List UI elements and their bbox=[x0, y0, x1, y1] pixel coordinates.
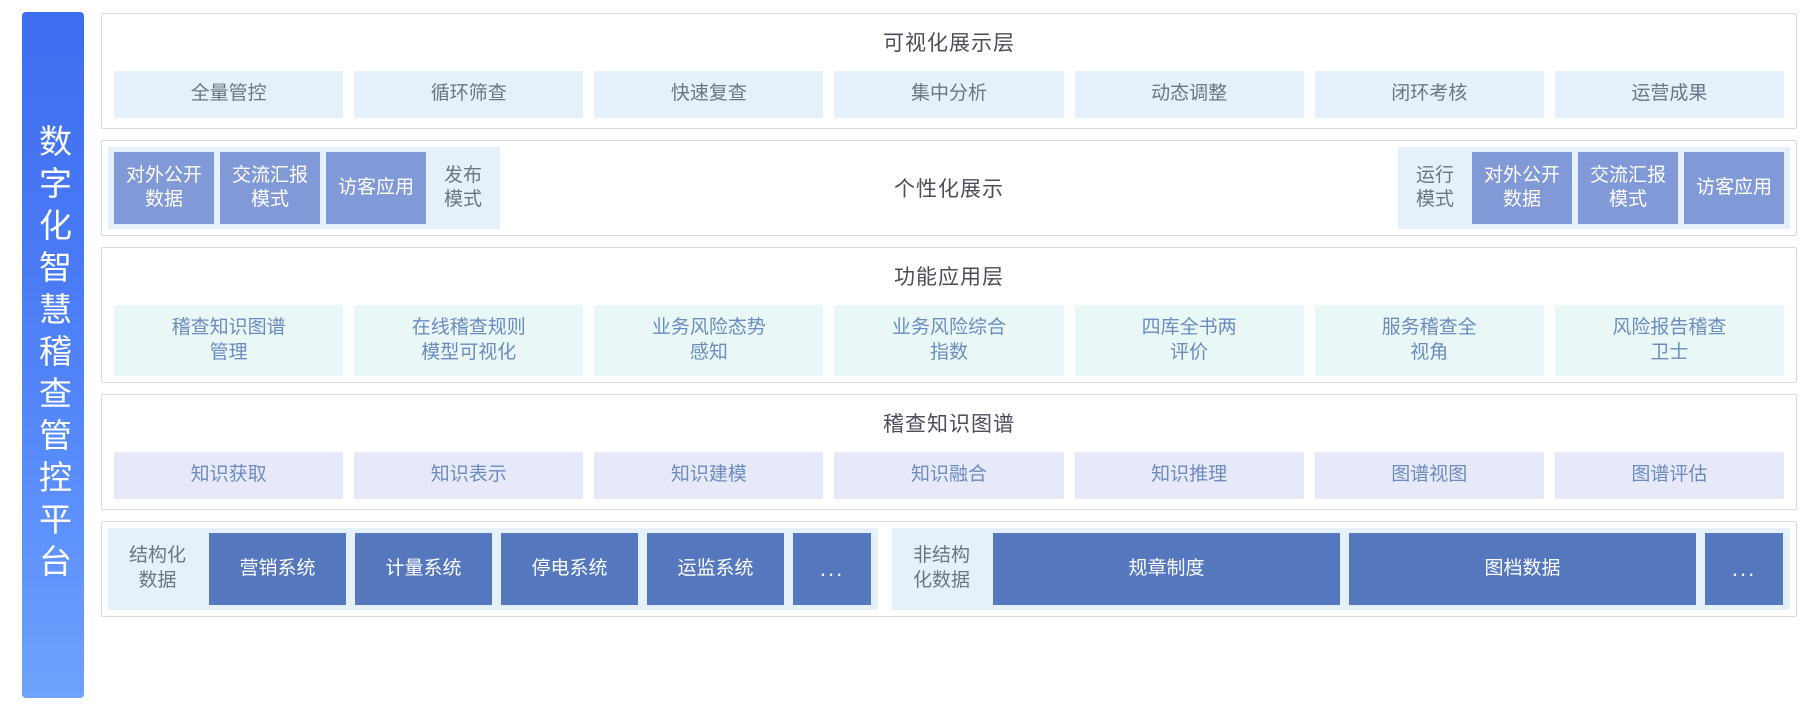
func-item-3[interactable]: 业务风险综合 指数 bbox=[834, 305, 1064, 377]
layer-knowledge-graph: 稽查知识图谱 知识获取 知识表示 知识建模 知识融合 知识推理 图谱视图 图谱评… bbox=[101, 394, 1797, 510]
right-mode-0[interactable]: 运行 模式 bbox=[1415, 164, 1454, 210]
unstructured-item-more[interactable]: ... bbox=[1705, 533, 1784, 605]
personalized-center-label: 个性化展示 bbox=[894, 178, 1004, 201]
vis-item-3[interactable]: 集中分析 bbox=[834, 71, 1064, 118]
kg-item-6[interactable]: 图谱评估 bbox=[1554, 452, 1784, 499]
left-mode-0[interactable]: 对外公开 数据 bbox=[114, 152, 215, 224]
kg-item-3[interactable]: 知识融合 bbox=[834, 452, 1064, 499]
vis-item-2[interactable]: 快速复查 bbox=[594, 71, 824, 118]
unstructured-data-group: 非结构 化数据 规章制度 图档数据 ... bbox=[892, 528, 1790, 610]
vis-item-6[interactable]: 运营成果 bbox=[1554, 71, 1784, 118]
layer-function-title: 功能应用层 bbox=[894, 266, 1004, 289]
layer-personalized-display: 对外公开 数据 交流汇报 模式 访客应用 发布 模式 个性化展示 运行 模式 对… bbox=[101, 140, 1797, 236]
func-item-1[interactable]: 在线稽查规则 模型可视化 bbox=[354, 305, 584, 377]
structured-data-group: 结构化 数据 营销系统 计量系统 停电系统 运监系统 ... bbox=[108, 528, 878, 610]
vis-item-0[interactable]: 全量管控 bbox=[114, 71, 344, 118]
left-mode-2[interactable]: 访客应用 bbox=[326, 152, 427, 224]
kg-item-5[interactable]: 图谱视图 bbox=[1314, 452, 1544, 499]
kg-item-2[interactable]: 知识建模 bbox=[594, 452, 824, 499]
structured-item-more[interactable]: ... bbox=[793, 533, 872, 605]
layer-data-sources: 结构化 数据 营销系统 计量系统 停电系统 运监系统 ... 非结构 化数据 规… bbox=[101, 521, 1797, 617]
right-mode-2[interactable]: 交流汇报 模式 bbox=[1577, 152, 1678, 224]
func-item-0[interactable]: 稽查知识图谱 管理 bbox=[114, 305, 344, 377]
kg-item-0[interactable]: 知识获取 bbox=[114, 452, 344, 499]
layer-function-application: 功能应用层 稽查知识图谱 管理 在线稽查规则 模型可视化 业务风险态势 感知 业… bbox=[101, 247, 1797, 383]
layer-stack: 可视化展示层 全量管控 循环筛查 快速复查 集中分析 动态调整 闭环考核 运营成… bbox=[84, 0, 1815, 710]
func-item-6[interactable]: 风险报告稽查 卫士 bbox=[1554, 305, 1784, 377]
layer-visualization-items: 全量管控 循环筛查 快速复查 集中分析 动态调整 闭环考核 运营成果 bbox=[102, 71, 1796, 132]
unstructured-item-0[interactable]: 规章制度 bbox=[993, 533, 1341, 605]
vis-item-4[interactable]: 动态调整 bbox=[1074, 71, 1304, 118]
layer-visualization: 可视化展示层 全量管控 循环筛查 快速复查 集中分析 动态调整 闭环考核 运营成… bbox=[101, 13, 1797, 129]
layer-function-items: 稽查知识图谱 管理 在线稽查规则 模型可视化 业务风险态势 感知 业务风险综合 … bbox=[102, 305, 1796, 390]
structured-item-3[interactable]: 运监系统 bbox=[647, 533, 785, 605]
structured-item-0[interactable]: 营销系统 bbox=[209, 533, 347, 605]
unstructured-item-1[interactable]: 图档数据 bbox=[1349, 533, 1697, 605]
func-item-5[interactable]: 服务稽查全 视角 bbox=[1314, 305, 1544, 377]
layer-knowledge-graph-items: 知识获取 知识表示 知识建模 知识融合 知识推理 图谱视图 图谱评估 bbox=[102, 452, 1796, 513]
structured-item-1[interactable]: 计量系统 bbox=[355, 533, 493, 605]
kg-item-1[interactable]: 知识表示 bbox=[354, 452, 584, 499]
structured-item-2[interactable]: 停电系统 bbox=[501, 533, 639, 605]
vis-item-1[interactable]: 循环筛查 bbox=[354, 71, 584, 118]
unstructured-data-label: 非结构 化数据 bbox=[913, 545, 971, 591]
right-mode-1[interactable]: 对外公开 数据 bbox=[1471, 152, 1572, 224]
left-mode-1[interactable]: 交流汇报 模式 bbox=[220, 152, 321, 224]
layer-knowledge-graph-title: 稽查知识图谱 bbox=[883, 413, 1015, 436]
vis-item-5[interactable]: 闭环考核 bbox=[1314, 71, 1544, 118]
kg-item-4[interactable]: 知识推理 bbox=[1074, 452, 1304, 499]
layer-visualization-title: 可视化展示层 bbox=[883, 32, 1015, 55]
func-item-2[interactable]: 业务风险态势 感知 bbox=[594, 305, 824, 377]
func-item-4[interactable]: 四库全书两 评价 bbox=[1074, 305, 1304, 377]
platform-title-text: 数字化智慧稽查管控平台 bbox=[34, 124, 72, 586]
right-mode-3[interactable]: 访客应用 bbox=[1683, 152, 1784, 224]
structured-data-label: 结构化 数据 bbox=[129, 545, 187, 591]
personalized-left-modes: 对外公开 数据 交流汇报 模式 访客应用 发布 模式 bbox=[108, 147, 501, 229]
left-mode-3[interactable]: 发布 模式 bbox=[444, 164, 483, 210]
platform-title-bar: 数字化智慧稽查管控平台 bbox=[22, 12, 84, 698]
personalized-right-modes: 运行 模式 对外公开 数据 交流汇报 模式 访客应用 bbox=[1397, 147, 1790, 229]
